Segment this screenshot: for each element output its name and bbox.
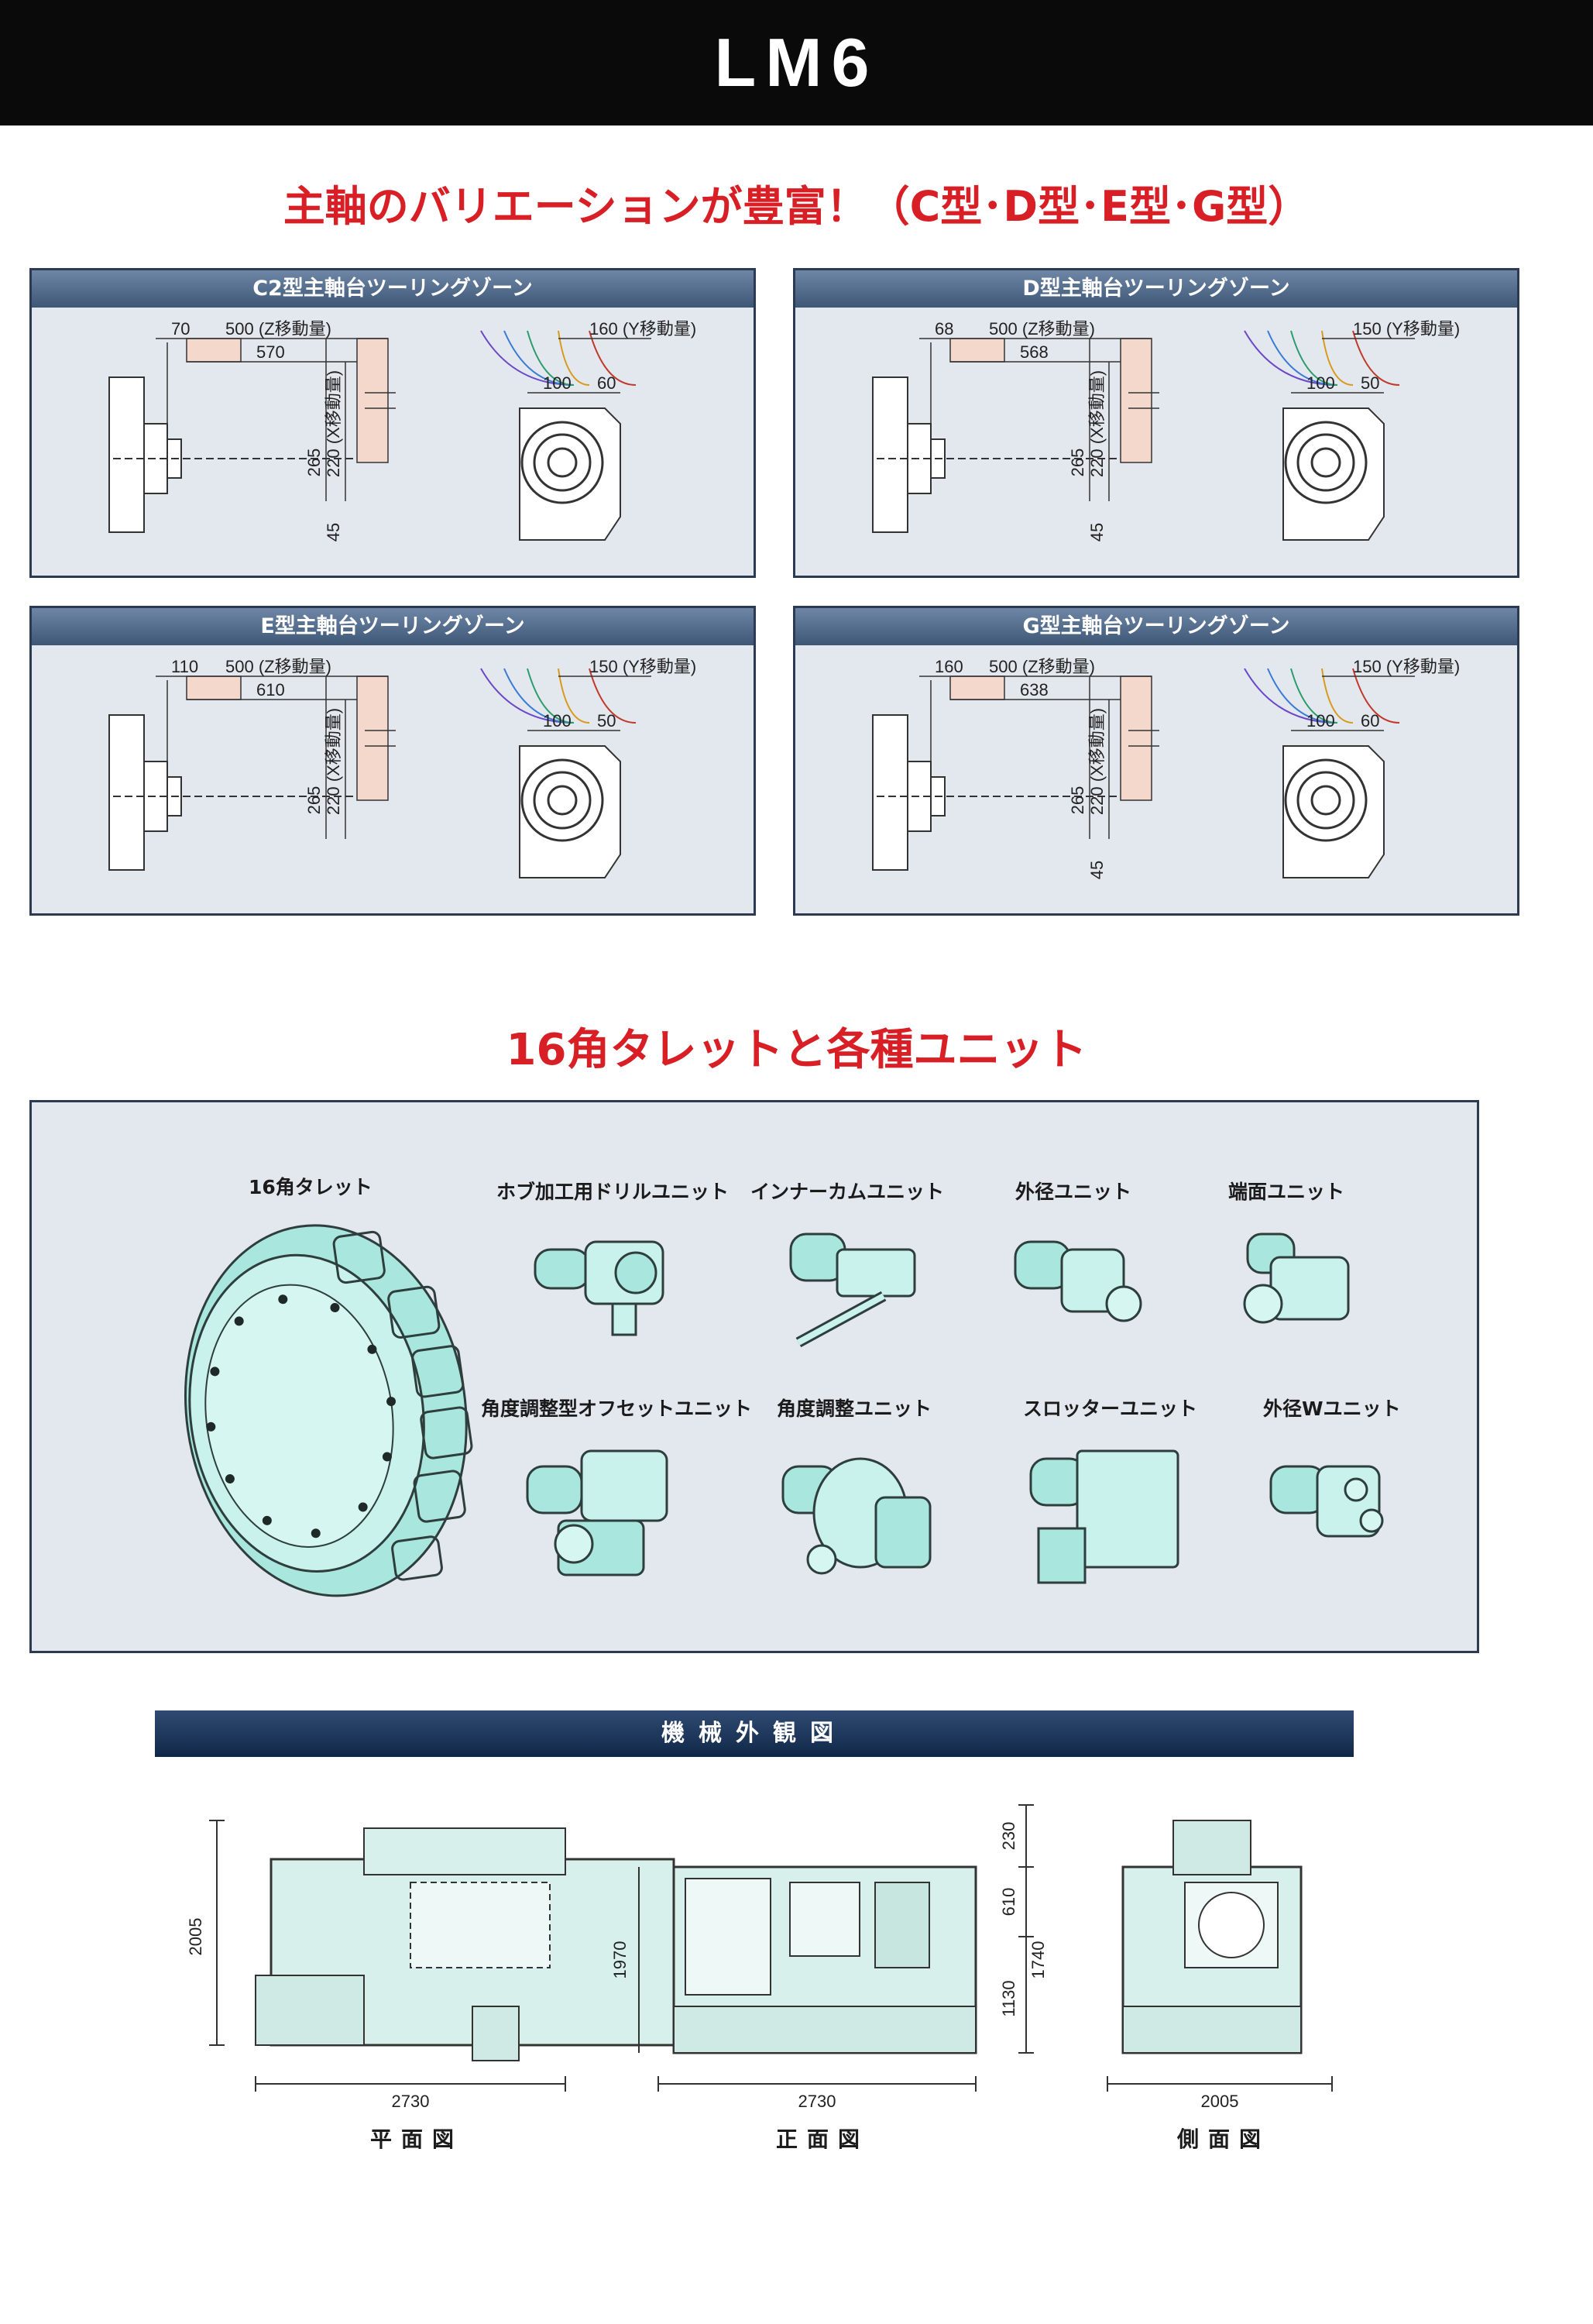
front-view-drawing xyxy=(638,1804,1034,2092)
front-width-dim: 2730 xyxy=(798,2092,836,2111)
v-stroke-dim: 220 (X移動量) xyxy=(324,370,343,477)
unit-label-hob-drill: ホブ加工用ドリルユニット xyxy=(496,1181,730,1203)
y-split-a-dim: 100 xyxy=(1306,373,1335,393)
y-travel-dim: 150 (Y移動量) xyxy=(1353,657,1460,676)
z-total-dim: 570 xyxy=(256,342,285,362)
z-total-dim: 610 xyxy=(256,680,285,700)
y-split-b-dim: 60 xyxy=(1361,711,1379,731)
v-small-dim: 45 xyxy=(324,523,343,541)
unit-label-outer-diameter: 外径ユニット xyxy=(1015,1181,1132,1203)
v-total-dim: 265 xyxy=(1068,786,1087,815)
z-travel-dim: 500 (Z移動量) xyxy=(225,319,331,339)
plan-width-dim: 2730 xyxy=(392,2092,430,2111)
front-height-dim: 1970 xyxy=(610,1941,630,1979)
unit-label-angle-offset: 角度調整型オフセットユニット xyxy=(481,1397,753,1420)
side-width-dim: 2005 xyxy=(1201,2092,1239,2111)
inner-cam-unit-icon xyxy=(789,1232,916,1348)
angle-offset-unit-icon xyxy=(526,1449,668,1576)
z-travel-dim: 500 (Z移動量) xyxy=(989,319,1095,339)
appearance-header: 機械外観図 xyxy=(155,1710,1354,1757)
unit-label-angle-adjust: 角度調整ユニット xyxy=(777,1397,932,1420)
unit-label-inner-cam: インナーカムユニット xyxy=(750,1181,945,1203)
side-view-drawing xyxy=(1107,1820,1333,2092)
v-total-dim: 265 xyxy=(304,449,324,477)
offset-dim: 68 xyxy=(935,319,953,339)
y-travel-dim: 160 (Y移動量) xyxy=(589,319,696,339)
v-stroke-dim: 220 (X移動量) xyxy=(324,708,343,815)
turret-label: 16角タレット xyxy=(249,1176,373,1198)
y-split-a-dim: 100 xyxy=(1306,711,1335,731)
plan-view-drawing xyxy=(209,1820,675,2092)
y-split-b-dim: 50 xyxy=(1361,373,1379,393)
turret-units-panel: 16角タレット ホブ加工用ドリルユニット インナーカムユニット 外径ユニット 端… xyxy=(29,1100,1479,1653)
z-travel-dim: 500 (Z移動量) xyxy=(989,657,1095,676)
y-travel-dim: 150 (Y移動量) xyxy=(589,657,696,676)
end-face-unit-icon xyxy=(1243,1232,1350,1324)
front-view-label: 正面図 xyxy=(776,2126,870,2152)
z-total-dim: 568 xyxy=(1020,342,1049,362)
z-travel-dim: 500 (Z移動量) xyxy=(225,657,331,676)
spindle-panel-title: C2型主軸台ツーリングゾーン xyxy=(32,270,754,308)
front-dim-c: 610 xyxy=(999,1888,1018,1917)
plan-view-label: 平面図 xyxy=(370,2126,464,2152)
y-split-b-dim: 50 xyxy=(597,711,616,731)
header-bar xyxy=(0,0,1593,125)
hob-drill-unit-icon xyxy=(534,1240,664,1336)
spindle-panel-title: G型主軸台ツーリングゾーン xyxy=(795,608,1517,645)
unit-label-outer-w: 外径Wユニット xyxy=(1263,1397,1401,1420)
angle-adjust-unit-icon xyxy=(781,1457,932,1575)
v-small-dim: 45 xyxy=(1087,861,1107,879)
v-small-dim: 45 xyxy=(1087,523,1107,541)
z-total-dim: 638 xyxy=(1020,680,1049,700)
offset-dim: 160 xyxy=(935,657,963,676)
spindle-panel-title: D型主軸台ツーリングゾーン xyxy=(795,270,1517,308)
outer-diameter-unit-icon xyxy=(1014,1240,1142,1322)
y-split-a-dim: 100 xyxy=(543,373,572,393)
page-title: LM6 xyxy=(714,24,879,101)
v-total-dim: 265 xyxy=(304,786,324,815)
unit-label-slotter: スロッターユニット xyxy=(1023,1397,1198,1420)
front-dim-d: 230 xyxy=(999,1822,1018,1851)
v-total-dim: 265 xyxy=(1068,449,1087,477)
machine-appearance-drawings: 2730 2005 2730 1970 1130 1740 610 230 20… xyxy=(186,1804,1333,2111)
front-dim-b: 1740 xyxy=(1028,1941,1048,1979)
slotter-unit-icon xyxy=(1029,1449,1179,1584)
side-view-label: 側面図 xyxy=(1177,2126,1271,2152)
offset-dim: 70 xyxy=(171,319,190,339)
front-dim-a: 1130 xyxy=(999,1980,1018,2016)
turret-section-title: 16角タレットと各種ユニット xyxy=(506,1025,1087,1075)
v-stroke-dim: 220 (X移動量) xyxy=(1087,708,1107,815)
y-travel-dim: 150 (Y移動量) xyxy=(1353,319,1460,339)
v-stroke-dim: 220 (X移動量) xyxy=(1087,370,1107,477)
y-split-a-dim: 100 xyxy=(543,711,572,731)
offset-dim: 110 xyxy=(171,657,198,676)
y-split-b-dim: 60 xyxy=(597,373,616,393)
turret-illustration xyxy=(184,1224,473,1597)
spindle-section-title: 主軸のバリエーションが豊富！（C型･D型･E型･G型） xyxy=(283,182,1310,231)
unit-label-end-face: 端面ユニット xyxy=(1228,1181,1345,1203)
spindle-panel-title: E型主軸台ツーリングゾーン xyxy=(32,608,754,645)
outer-w-unit-icon xyxy=(1269,1465,1384,1538)
plan-depth-dim: 2005 xyxy=(186,1918,205,1956)
